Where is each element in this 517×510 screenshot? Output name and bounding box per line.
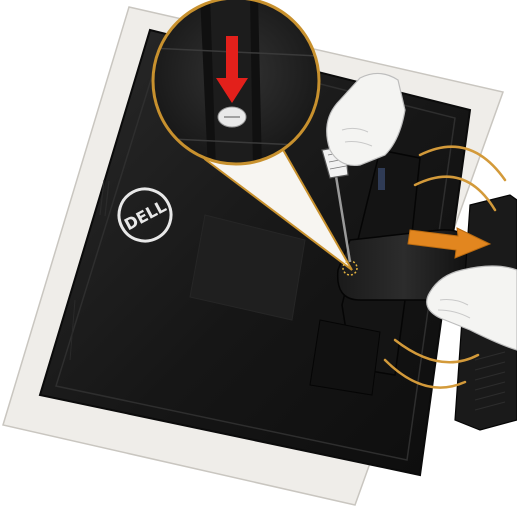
lower-bracket [310,320,380,395]
mount-button [378,168,385,190]
